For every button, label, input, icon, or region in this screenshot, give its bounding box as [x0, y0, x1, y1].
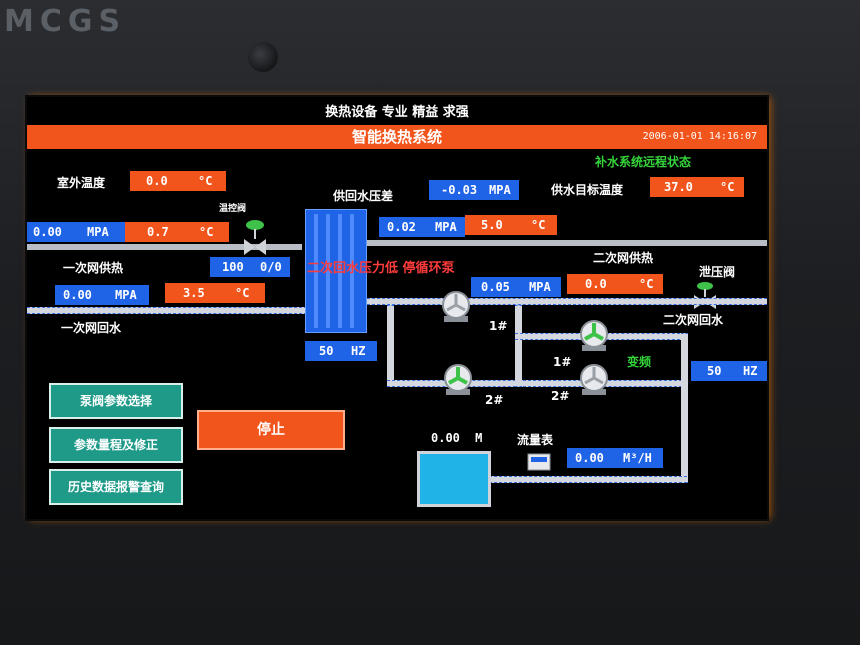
primary-return-pressure-field: 0.00 MPA	[55, 285, 149, 305]
slogan: 换热设备 专业 精益 求强	[325, 105, 469, 120]
brand-logo: MCGS	[4, 4, 127, 39]
primary-return-label: 一次网回水	[61, 321, 122, 335]
tank-level-unit: M	[475, 431, 483, 445]
secondary-supply-label: 二次网供热	[593, 251, 654, 265]
primary-supply-pressure-value: 0.00	[33, 225, 62, 239]
circ-pipe-horizontal-bottom	[387, 380, 687, 387]
primary-supply-pressure-field: 0.00 MPA	[27, 222, 125, 242]
page-title: 智能换热系统	[351, 128, 442, 146]
circ-pump-2-label: 2#	[485, 393, 504, 407]
flow-unit: M³/H	[623, 451, 652, 465]
makeup-pump-1-label: 1#	[553, 355, 572, 369]
primary-supply-label: 一次网供热	[63, 261, 124, 275]
secondary-return-pressure-value: 0.05	[481, 280, 510, 294]
control-valve-unit: 0/0	[260, 260, 282, 274]
secondary-supply-pressure-field: 0.02 MPA	[379, 217, 465, 237]
pump-valve-params-button[interactable]: 泵阀参数选择	[49, 383, 183, 419]
outdoor-temp-value: 0.0	[146, 174, 168, 188]
camera-lens	[248, 42, 278, 72]
makeup-freq-field: 50 HZ	[691, 361, 767, 381]
circ-pump-2-icon[interactable]	[441, 363, 475, 397]
flow-meter-icon	[527, 453, 551, 471]
makeup-freq-unit: HZ	[743, 364, 758, 378]
control-valve-value: 100	[222, 260, 244, 274]
primary-return-pressure-unit: MPA	[115, 288, 137, 302]
secondary-supply-temp-field: 5.0 °C	[465, 215, 557, 235]
secondary-return-temp-field: 0.0 °C	[567, 274, 663, 294]
relief-valve-icon[interactable]	[693, 281, 717, 311]
vfd-label: 变频	[627, 355, 652, 369]
flow-field: 0.00 M³/H	[567, 448, 663, 468]
secondary-return-pressure-field: 0.05 MPA	[471, 277, 561, 297]
diff-pressure-label: 供回水压差	[333, 189, 394, 203]
makeup-pump-1-icon[interactable]	[577, 319, 611, 353]
control-valve-field[interactable]: 100 0/0	[210, 257, 290, 277]
primary-return-temp-value: 3.5	[183, 286, 205, 300]
outdoor-temp-label: 室外温度	[57, 176, 106, 190]
heat-exchanger	[305, 209, 367, 333]
circ-pump-1-label: 1#	[489, 319, 508, 333]
secondary-supply-pressure-unit: MPA	[435, 220, 457, 234]
primary-supply-temp-value: 0.7	[147, 225, 169, 239]
secondary-return-pipe	[367, 298, 767, 305]
diff-pressure-value: -0.03	[441, 183, 478, 197]
primary-supply-pipe	[27, 244, 302, 250]
secondary-supply-pipe	[367, 240, 767, 246]
makeup-pipe-right	[681, 333, 688, 483]
primary-return-pressure-value: 0.00	[63, 288, 92, 302]
circ-pipe-vertical-mid	[515, 305, 522, 387]
primary-supply-temp-field: 0.7 °C	[125, 222, 229, 242]
flow-meter-label: 流量表	[517, 433, 554, 447]
secondary-supply-temp-value: 5.0	[481, 218, 503, 232]
outdoor-temp-field: 0.0 °C	[130, 171, 226, 191]
primary-return-pipe	[27, 307, 307, 314]
circ-pipe-vertical-left	[387, 305, 394, 387]
makeup-pump-2-icon[interactable]	[577, 363, 611, 397]
history-alarm-button[interactable]: 历史数据报警查询	[49, 469, 183, 505]
alarm-message: 二次回水压力低 停循环泵	[307, 261, 455, 276]
relief-valve-label: 泄压阀	[699, 265, 736, 279]
stop-button[interactable]: 停止	[197, 410, 345, 450]
target-temp-label: 供水目标温度	[551, 183, 624, 197]
flow-value: 0.00	[575, 451, 604, 465]
target-temp-value: 37.0	[664, 180, 693, 194]
makeup-pipe-bottom	[489, 476, 687, 483]
title-bar: 智能换热系统 2006-01-01 14:16:07	[27, 125, 767, 149]
control-valve-icon[interactable]	[242, 217, 268, 257]
secondary-return-pressure-unit: MPA	[529, 280, 551, 294]
hx-freq-unit: HZ	[351, 344, 366, 358]
circ-pump-1-icon[interactable]	[439, 290, 473, 324]
remote-status: 补水系统远程状态	[595, 155, 692, 169]
datetime: 2006-01-01 14:16:07	[642, 131, 757, 142]
outdoor-temp-unit: °C	[198, 174, 213, 188]
water-tank	[417, 451, 491, 507]
hx-freq-field: 50 HZ	[305, 341, 377, 361]
primary-supply-pressure-unit: MPA	[87, 225, 109, 239]
param-range-button[interactable]: 参数量程及修正	[49, 427, 183, 463]
secondary-return-temp-unit: °C	[639, 277, 654, 291]
target-temp-unit: °C	[720, 180, 735, 194]
target-temp-field[interactable]: 37.0 °C	[650, 177, 744, 197]
makeup-pump-2-label: 2#	[551, 389, 570, 403]
primary-return-temp-field: 3.5 °C	[165, 283, 265, 303]
secondary-return-temp-value: 0.0	[585, 277, 607, 291]
makeup-freq-value: 50	[707, 364, 722, 378]
hx-freq-value: 50	[319, 344, 334, 358]
control-valve-label: 温控阀	[219, 204, 247, 214]
primary-supply-temp-unit: °C	[199, 225, 214, 239]
diff-pressure-unit: MPA	[489, 183, 511, 197]
secondary-return-label: 二次网回水	[663, 313, 724, 327]
tank-level-value: 0.00	[431, 431, 460, 445]
diff-pressure-field: -0.03 MPA	[429, 180, 519, 200]
secondary-supply-temp-unit: °C	[531, 218, 546, 232]
secondary-supply-pressure-value: 0.02	[387, 220, 416, 234]
tank-level-readout: 0.00 M	[431, 428, 501, 448]
hmi-screen: 换热设备 专业 精益 求强 智能换热系统 2006-01-01 14:16:07…	[27, 97, 767, 519]
primary-return-temp-unit: °C	[235, 286, 250, 300]
